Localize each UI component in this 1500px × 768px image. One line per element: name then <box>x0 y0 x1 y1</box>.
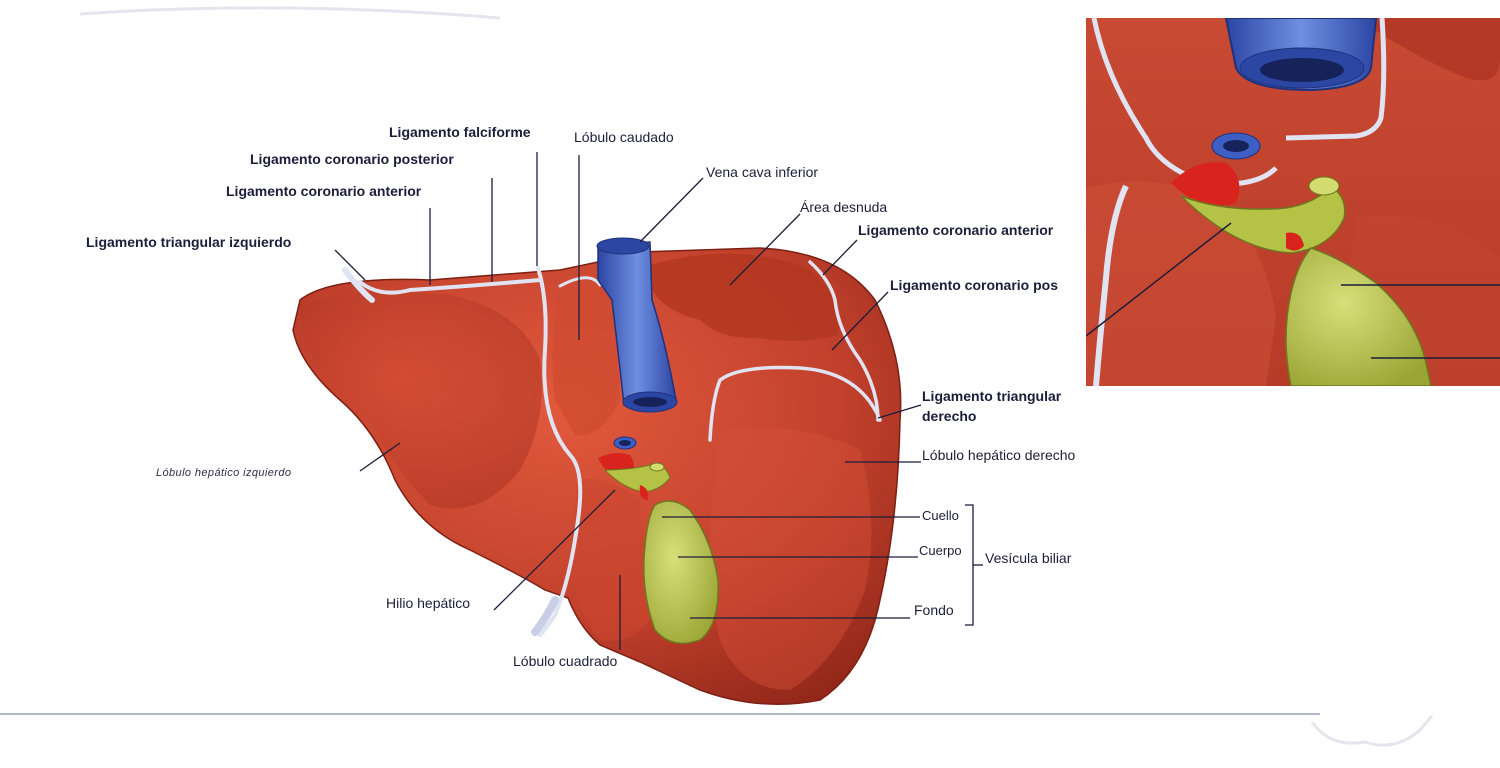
inset-ligament-curve <box>1091 18 1278 187</box>
leader-coronario-anterior-right <box>822 239 858 276</box>
hepatic-hilum <box>598 436 671 500</box>
leader-area-desnuda <box>729 213 801 286</box>
magnified-inset <box>1086 18 1500 386</box>
leader-triangular-izquierdo <box>334 249 366 281</box>
label-ligamento-coronario-anterior-right: Ligamento coronario anterior <box>858 222 1054 238</box>
vena-cava-top-opening <box>596 237 650 255</box>
caudate-lobe-region <box>552 286 620 436</box>
bare-area <box>650 253 840 341</box>
inset-gallbladder <box>1285 247 1432 386</box>
inset-portal-vein-lumen <box>1223 140 1249 152</box>
label-ligamento-triangular-derecho-1: Ligamento triangular <box>922 388 1062 404</box>
left-triangular-ligament <box>358 278 542 295</box>
coronary-loop-left <box>558 276 602 288</box>
left-triangular-tip <box>342 267 375 303</box>
inset-hepatic-artery <box>1171 162 1240 206</box>
coronary-loop-right <box>708 365 882 442</box>
liver <box>292 247 902 705</box>
inset-vena-cava-lumen <box>1260 58 1344 82</box>
inset-ligament-left <box>1093 184 1129 386</box>
leader-lines <box>334 152 983 650</box>
inset-bile-duct <box>1180 184 1346 254</box>
left-lobe-shading <box>300 291 542 509</box>
ligaments <box>342 260 882 637</box>
label-cuerpo: Cuerpo <box>919 543 962 558</box>
quadrate-lobe-region <box>570 479 650 641</box>
label-lobulo-cuadrado: Lóbulo cuadrado <box>513 653 618 669</box>
inset-shadow-top <box>1356 18 1500 81</box>
label-ligamento-triangular-derecho-2: derecho <box>922 408 977 424</box>
leader-vena-cava <box>639 177 704 243</box>
inferior-vena-cava <box>596 237 678 413</box>
label-fondo: Fondo <box>914 602 954 618</box>
vena-cava-lumen <box>633 397 667 407</box>
label-lobulo-hepatico-izquierdo: Lóbulo hepático izquierdo <box>156 467 292 479</box>
label-ligamento-falciforme: Ligamento falciforme <box>389 124 531 140</box>
right-triangular-ligament <box>808 260 880 422</box>
label-ligamento-triangular-izquierdo: Ligamento triangular izquierdo <box>86 234 292 250</box>
vesicula-bracket <box>965 504 974 626</box>
label-hilio-hepatico: Hilio hepático <box>386 595 471 611</box>
inset-leader-3 <box>1086 222 1232 337</box>
inset-canvas <box>1086 18 1500 386</box>
label-ligamento-coronario-posterior: Ligamento coronario posterior <box>250 151 454 167</box>
portal-vein-lumen <box>619 440 631 446</box>
leader-coronario-posterior-right <box>831 291 889 351</box>
inset-cystic-artery <box>1286 232 1304 251</box>
leader-triangular-derecho <box>877 404 922 419</box>
label-ligamento-coronario-anterior: Ligamento coronario anterior <box>226 183 422 199</box>
bile-duct <box>603 464 671 493</box>
label-ligamento-coronario-pos-right: Ligamento coronario pos <box>890 277 1059 293</box>
leader-hilio <box>493 489 616 611</box>
label-cuello: Cuello <box>922 508 959 523</box>
ligamentum-teres <box>531 596 559 636</box>
label-lobulo-caudado: Lóbulo caudado <box>574 129 674 145</box>
bile-duct-opening <box>649 462 665 472</box>
label-lobulo-hepatico-derecho: Lóbulo hepático derecho <box>922 447 1076 463</box>
leader-lobulo-izquierdo <box>359 442 401 472</box>
label-vena-cava-inferior: Vena cava inferior <box>706 164 819 180</box>
gallbladder-body <box>643 500 719 645</box>
gallbladder <box>643 500 719 645</box>
label-vesicula-biliar: Vesícula biliar <box>985 550 1072 566</box>
label-area-desnuda: Área desnuda <box>800 199 888 215</box>
right-lobe-shading <box>710 427 872 690</box>
decorative-stroke-2 <box>1310 715 1434 747</box>
inset-ligament-top <box>1285 18 1387 141</box>
inset-bile-duct-opening <box>1308 176 1340 196</box>
cystic-artery <box>639 485 649 500</box>
decorative-stroke <box>79 6 501 20</box>
falciform-ligament <box>536 266 583 637</box>
